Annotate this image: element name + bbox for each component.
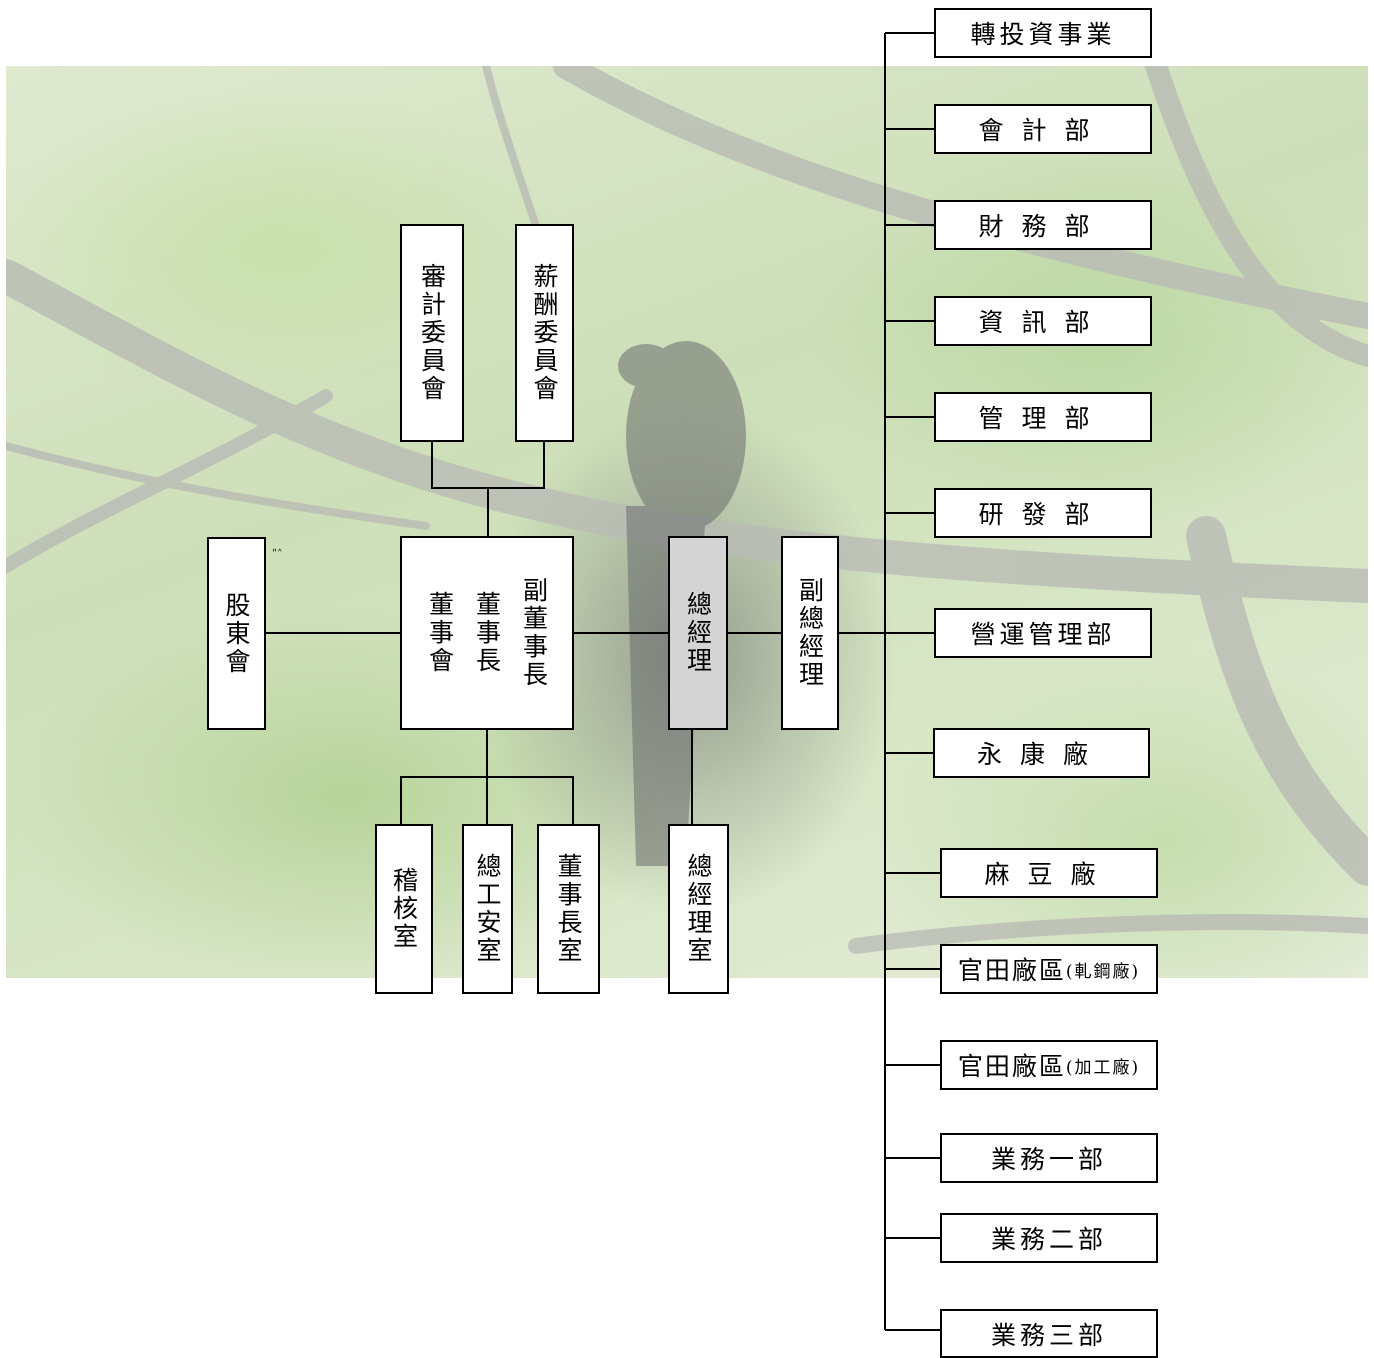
dept-sales-1-label: 業務一部 — [990, 1145, 1107, 1174]
dept-information: 資訊部 — [934, 296, 1152, 346]
dept-information-label: 資訊部 — [978, 308, 1108, 337]
shareholders-label: 股東會 — [222, 591, 251, 676]
stray-mark: ʺ˄ — [272, 548, 283, 561]
remuneration-committee-label: 薪酬委員會 — [530, 263, 559, 403]
dept-sales-1: 業務一部 — [940, 1133, 1158, 1183]
dept-management-label: 管理部 — [978, 404, 1108, 433]
internal-audit-box: 稽核室 — [375, 824, 433, 994]
board-box: 副董事長 董事長 董事會 — [400, 536, 574, 730]
internal-audit-label: 稽核室 — [389, 867, 419, 951]
dept-madou-plant: 麻豆廠 — [940, 848, 1158, 898]
dept-guantian-processing-label: 官田廠區 — [957, 1052, 1066, 1081]
vice-chairman-label: 副董事長 — [519, 577, 549, 689]
dept-sales-3-label: 業務三部 — [990, 1320, 1107, 1350]
dept-sales-3: 業務三部 — [940, 1309, 1158, 1358]
dept-guantian-rolling-note: (軋鋼廠) — [1065, 961, 1141, 982]
dept-guantian-processing: 官田廠區(加工廠) — [940, 1040, 1158, 1090]
audit-committee-label: 審計委員會 — [417, 263, 447, 403]
dept-guantian-processing-note: (加工廠) — [1065, 1057, 1141, 1078]
dept-sales-2-label: 業務二部 — [990, 1225, 1107, 1254]
gm-office-box: 總經理室 — [668, 824, 729, 994]
remuneration-committee-box: 薪酬委員會 — [515, 224, 574, 442]
gm-office-label: 總經理室 — [684, 853, 713, 965]
dept-sales-2: 業務二部 — [940, 1213, 1158, 1263]
dept-investments-label: 轉投資事業 — [970, 20, 1116, 49]
dept-accounting-label: 會計部 — [978, 116, 1108, 145]
general-manager-box: 總經理 — [668, 536, 728, 730]
dept-management: 管理部 — [934, 392, 1152, 442]
dept-finance-label: 財務部 — [978, 212, 1108, 241]
safety-office-box: 總工安室 — [462, 824, 513, 994]
dept-rnd-label: 研發部 — [978, 500, 1108, 529]
dept-operations-label: 營運管理部 — [970, 620, 1116, 649]
dept-yongkang-plant-label: 永康廠 — [976, 740, 1106, 769]
dept-rnd: 研發部 — [934, 488, 1152, 538]
safety-office-label: 總工安室 — [473, 853, 502, 965]
board-of-directors-label: 董事會 — [425, 591, 455, 675]
dept-accounting: 會計部 — [934, 104, 1152, 154]
branch-illustration — [6, 66, 1368, 954]
general-manager-label: 總經理 — [683, 591, 713, 675]
dept-guantian-rolling: 官田廠區(軋鋼廠) — [940, 944, 1158, 994]
chairman-label: 董事長 — [472, 591, 502, 675]
board-lines: 副董事長 董事長 董事會 — [425, 577, 549, 689]
dept-investments: 轉投資事業 — [934, 8, 1152, 58]
chairman-office-box: 董事長室 — [537, 824, 600, 994]
shareholders-box: 股東會 — [207, 537, 266, 730]
deputy-general-manager-box: 副總經理 — [781, 536, 839, 730]
dept-guantian-rolling-label: 官田廠區 — [957, 956, 1066, 985]
dept-yongkang-plant: 永康廠 — [933, 728, 1150, 778]
deputy-general-manager-label: 副總經理 — [795, 577, 825, 689]
dept-finance: 財務部 — [934, 200, 1152, 250]
audit-committee-box: 審計委員會 — [400, 224, 464, 442]
chairman-office-label: 董事長室 — [554, 853, 583, 965]
dept-operations: 營運管理部 — [934, 608, 1152, 658]
dept-madou-plant-label: 麻豆廠 — [984, 860, 1114, 889]
